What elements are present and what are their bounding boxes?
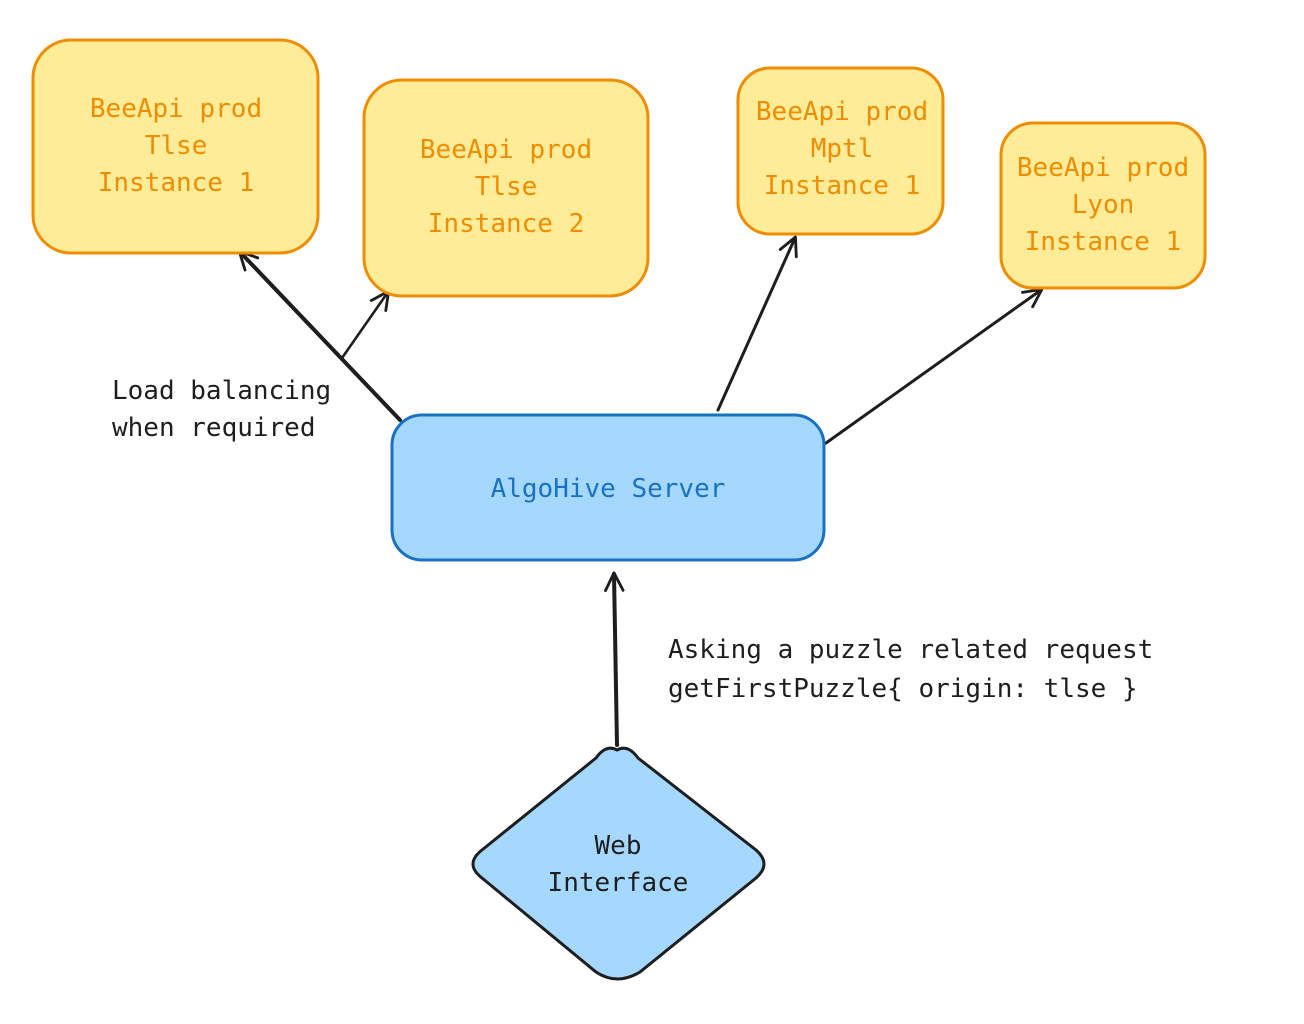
node-beeapi-mptl-instance-1: BeeApi prod Mptl Instance 1 bbox=[736, 66, 945, 236]
label-line-2: when required bbox=[112, 413, 316, 443]
node-line-3: Instance 1 bbox=[1025, 227, 1182, 257]
node-box bbox=[31, 38, 320, 255]
node-box bbox=[390, 413, 826, 562]
arrow-server-to-tlse-2 bbox=[340, 289, 391, 360]
node-line-2: Lyon bbox=[1072, 190, 1135, 220]
node-algohive-server: AlgoHive Server bbox=[390, 413, 826, 562]
node-line-3: Instance 2 bbox=[428, 209, 585, 239]
arrow-web-to-server bbox=[604, 571, 625, 747]
node-line-1: BeeApi prod bbox=[420, 135, 592, 165]
node-line-1: BeeApi prod bbox=[1017, 153, 1189, 183]
node-box bbox=[736, 66, 945, 236]
node-beeapi-tlse-instance-2: BeeApi prod Tlse Instance 2 bbox=[362, 78, 650, 298]
node-line-1: Web bbox=[595, 831, 642, 861]
node-web-interface: Web Interface bbox=[471, 746, 766, 981]
label-load-balancing: Load balancing when required bbox=[112, 376, 331, 443]
node-diamond bbox=[471, 746, 766, 981]
arrow-server-to-mptl-1 bbox=[716, 235, 798, 412]
node-line-3: Instance 1 bbox=[98, 168, 255, 198]
label-line-1: Load balancing bbox=[112, 376, 331, 406]
arrow-server-to-tlse-1 bbox=[237, 249, 402, 422]
node-line-3: Instance 1 bbox=[764, 171, 921, 201]
node-line-2: Mptl bbox=[811, 134, 874, 164]
node-line-1: BeeApi prod bbox=[90, 94, 262, 124]
node-line-1: BeeApi prod bbox=[756, 97, 928, 127]
label-line-1: Asking a puzzle related request bbox=[668, 635, 1153, 665]
label-request: Asking a puzzle related request getFirst… bbox=[668, 635, 1153, 704]
node-line-2: Tlse bbox=[145, 131, 208, 161]
label-line-2: getFirstPuzzle{ origin: tlse } bbox=[668, 674, 1138, 704]
connectors bbox=[237, 235, 1044, 747]
node-line-2: Interface bbox=[548, 868, 689, 898]
node-label: AlgoHive Server bbox=[491, 474, 726, 504]
node-box bbox=[362, 78, 650, 298]
arrow-server-to-lyon-1 bbox=[824, 287, 1044, 445]
node-box bbox=[999, 121, 1207, 290]
node-beeapi-lyon-instance-1: BeeApi prod Lyon Instance 1 bbox=[999, 121, 1207, 290]
node-line-2: Tlse bbox=[475, 172, 538, 202]
node-beeapi-tlse-instance-1: BeeApi prod Tlse Instance 1 bbox=[31, 38, 320, 255]
